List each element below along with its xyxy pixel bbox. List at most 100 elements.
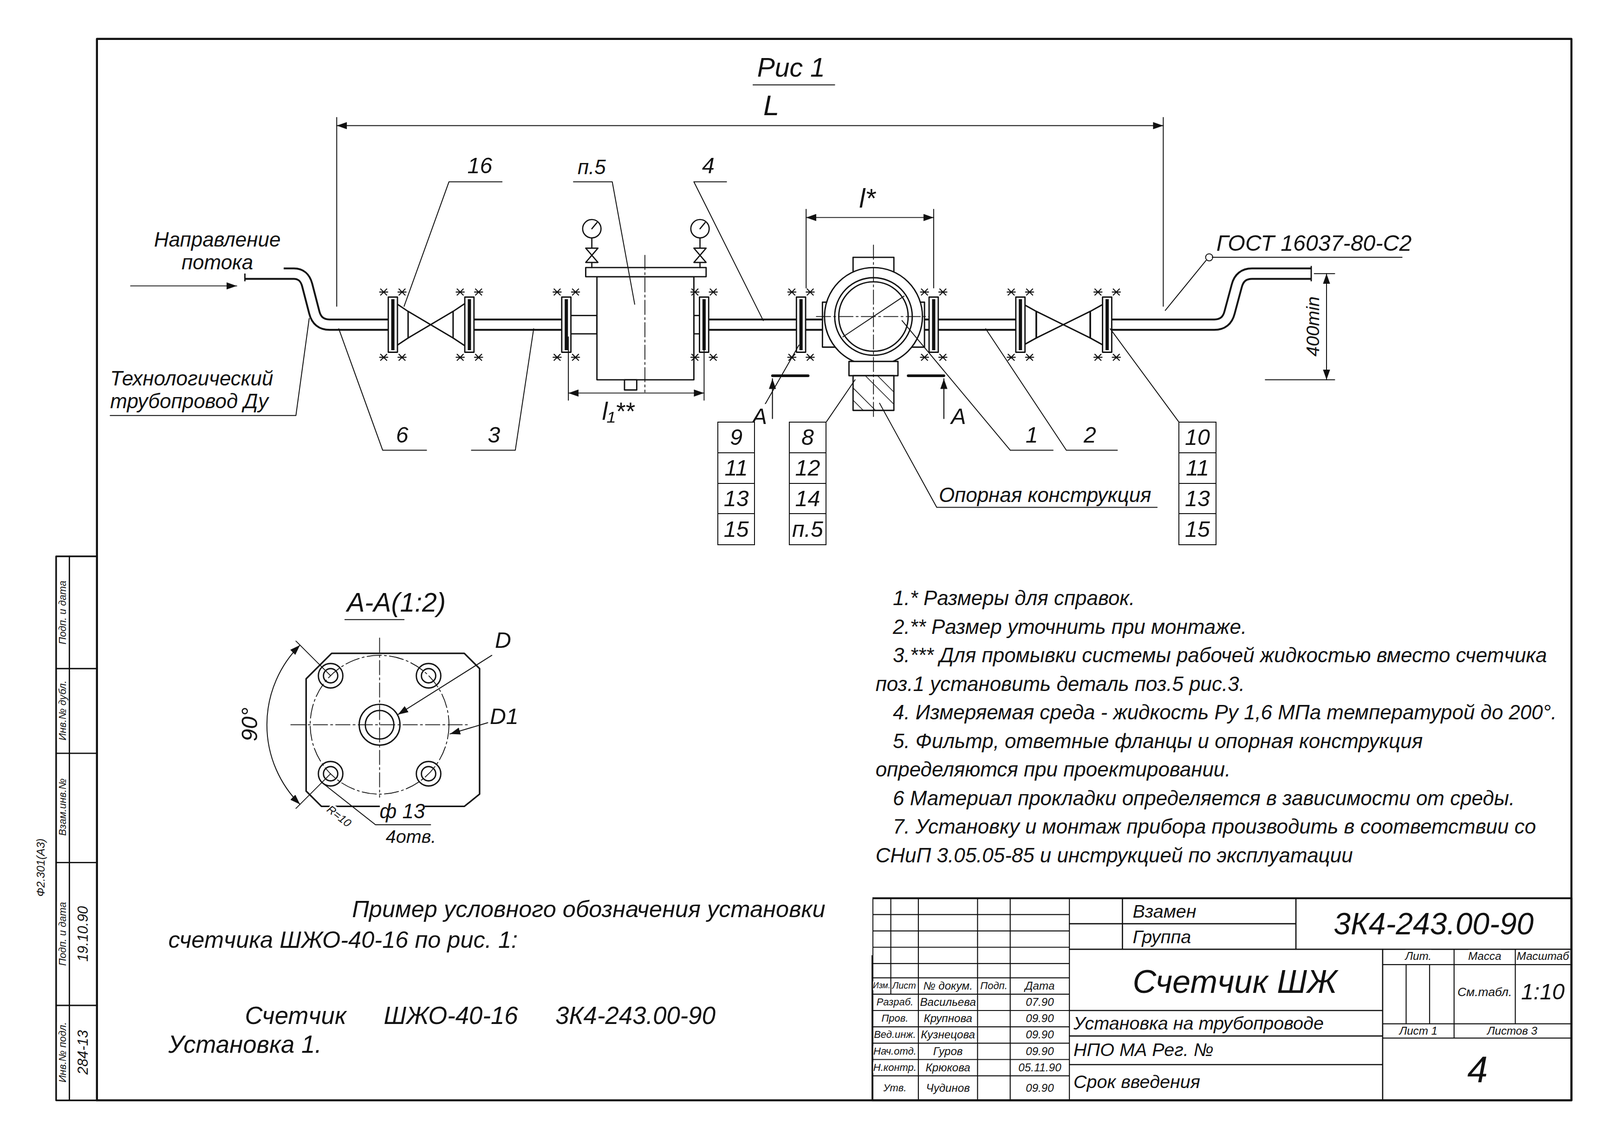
title-block-cell: Лист 1 xyxy=(1399,1024,1438,1037)
title-block-cell: Гуров xyxy=(933,1044,963,1058)
title-block-cell: Утв. xyxy=(883,1082,907,1094)
title-block-cell: 07.90 xyxy=(1025,995,1054,1009)
callout-number: 14 xyxy=(795,486,821,511)
designation-example: Счетчик ШЖО-40-16 3К4-243.00-90 xyxy=(244,1001,716,1029)
title-block-cell: См.табл. xyxy=(1457,985,1512,999)
callout-number: 12 xyxy=(795,455,821,481)
callout-box: 15 xyxy=(717,513,755,545)
title-block-cell: 4 xyxy=(1467,1049,1488,1090)
margin-stamp-text: Подп. и дата xyxy=(57,580,69,645)
dimension-text: l₁** xyxy=(602,397,635,425)
title-block-cell: Нач.отд. xyxy=(873,1045,917,1057)
note-text: 4. Измеряемая среда - жидкость Ру 1,6 МП… xyxy=(875,697,1560,727)
title-block-cell: Изм. xyxy=(872,981,891,990)
callout-number: 2 xyxy=(1083,422,1097,448)
designation-example: Установка 1. xyxy=(168,1030,322,1058)
title-block-cell: Дата xyxy=(1025,979,1055,993)
callout-box: 9 xyxy=(717,421,755,454)
title-block-cell: Кузнецова xyxy=(920,1028,976,1041)
margin-stamp-text: Взам.инв.№ xyxy=(57,778,69,837)
title-block-cell: Лист xyxy=(892,980,917,991)
title-block-cell: 1:10 xyxy=(1521,979,1565,1005)
callout-number: 13 xyxy=(1184,486,1210,511)
dimension-text: 90° xyxy=(237,707,263,742)
callout-box: 15 xyxy=(1178,513,1217,545)
drawing-label: Направление потока xyxy=(150,228,284,274)
dimension-text: D xyxy=(494,627,512,653)
title-block-cell: Листов 3 xyxy=(1487,1024,1538,1037)
note-text: 3.*** Для промывки системы рабочей жидко… xyxy=(875,640,1560,698)
drawing-label: ГОСТ 16037-80-С2 xyxy=(1216,230,1412,256)
callout-number: 3 xyxy=(487,422,501,448)
callout-number: 16 xyxy=(467,153,493,178)
callout-box: 11 xyxy=(1178,452,1217,484)
title-block-cell: 09.90 xyxy=(1025,1044,1054,1058)
title-block-cell: Пров. xyxy=(881,1012,909,1024)
margin-stamp-text: 19.10.90 xyxy=(75,905,92,962)
title-block-cell: Крупнова xyxy=(923,1012,972,1025)
margin-stamp-text: 284-13 xyxy=(75,1029,92,1075)
title-block-cell: Масштаб xyxy=(1516,949,1570,963)
callout-box: 8 xyxy=(788,421,827,454)
margin-stamp-text: Подп. и дата xyxy=(57,901,69,966)
callout-number: 15 xyxy=(1184,516,1210,542)
dimension-text: l* xyxy=(858,183,876,214)
drawing-label: Технологический трубопровод Ду xyxy=(110,367,289,413)
title-block-cell: 3К4-243.00-90 xyxy=(1333,906,1534,941)
title-block-cell: Срок введения xyxy=(1073,1071,1201,1093)
note-text: 7. Установку и монтаж прибора производит… xyxy=(875,812,1560,870)
callout-box: 10 xyxy=(1178,421,1217,454)
callout-number: п.5 xyxy=(792,516,824,542)
title-block-cell: Масса xyxy=(1468,949,1502,963)
title-block-cell: Вед.инж. xyxy=(873,1028,916,1041)
title-block-cell: Н.контр. xyxy=(873,1061,917,1074)
callout-number: 4 xyxy=(702,153,715,178)
callout-number: 10 xyxy=(1184,424,1210,450)
section-mark: А xyxy=(950,403,966,429)
title-block-cell: 09.90 xyxy=(1025,1028,1054,1041)
title-block-cell: Группа xyxy=(1132,926,1191,948)
callout-number: п.5 xyxy=(577,156,606,179)
callout-number: 9 xyxy=(729,424,743,450)
note-text: 6 Материал прокладки определяется в зави… xyxy=(875,783,1560,813)
designation-example: Пример условного обозначения установки с… xyxy=(168,893,873,955)
callout-number: 1 xyxy=(1025,422,1039,448)
title-block-cell: Взамен xyxy=(1132,901,1197,922)
callout-box: 12 xyxy=(788,452,827,484)
title-block-cell: Счетчик ШЖ xyxy=(1132,963,1337,1000)
note-text: 2.** Размер уточнить при монтаже. xyxy=(875,612,1560,642)
callout-box: 11 xyxy=(717,452,755,484)
title-block-cell: 09.90 xyxy=(1025,1012,1054,1025)
callout-number: 11 xyxy=(1185,455,1210,481)
note-text: 5. Фильтр, ответные фланцы и опорная кон… xyxy=(875,726,1560,784)
callout-number: 13 xyxy=(723,486,749,511)
dimension-text: 400min xyxy=(1303,296,1324,357)
dimension-text: R=10 xyxy=(324,803,353,830)
title-block-cell: Подп. xyxy=(980,980,1008,992)
drawing-label: А-А(1:2) xyxy=(346,587,446,618)
callout-box: п.5 xyxy=(788,513,827,545)
margin-stamp-text: Ф2.301(А3) xyxy=(34,838,48,897)
title-block-cell: НПО МА Рег. № xyxy=(1073,1039,1214,1061)
callout-number: 15 xyxy=(723,516,749,542)
drawing-label: Рис 1 xyxy=(757,52,826,83)
dimension-text: D1 xyxy=(489,703,519,729)
title-block-cell: Чудинов xyxy=(925,1081,970,1094)
title-block-cell: Васильева xyxy=(919,995,976,1009)
title-block-cell: 09.90 xyxy=(1025,1081,1054,1094)
dimension-text: L xyxy=(763,89,780,122)
title-block-cell: Установка на трубопроводе xyxy=(1073,1013,1324,1034)
dimension-text: 4отв. xyxy=(385,826,437,847)
callout-box: 13 xyxy=(1178,482,1217,515)
title-block-cell: № докум. xyxy=(923,979,973,993)
margin-stamp-text: Инв.№ дубл. xyxy=(57,680,69,741)
dimension-text: ф 13 xyxy=(379,800,426,823)
title-block-cell: Лит. xyxy=(1405,949,1432,963)
title-block-cell: Разраб. xyxy=(876,996,914,1008)
note-text: 1.* Размеры для справок. xyxy=(875,583,1560,613)
callout-number: 8 xyxy=(801,424,814,450)
callout-number: 6 xyxy=(396,422,409,448)
callout-number: 11 xyxy=(724,455,748,481)
